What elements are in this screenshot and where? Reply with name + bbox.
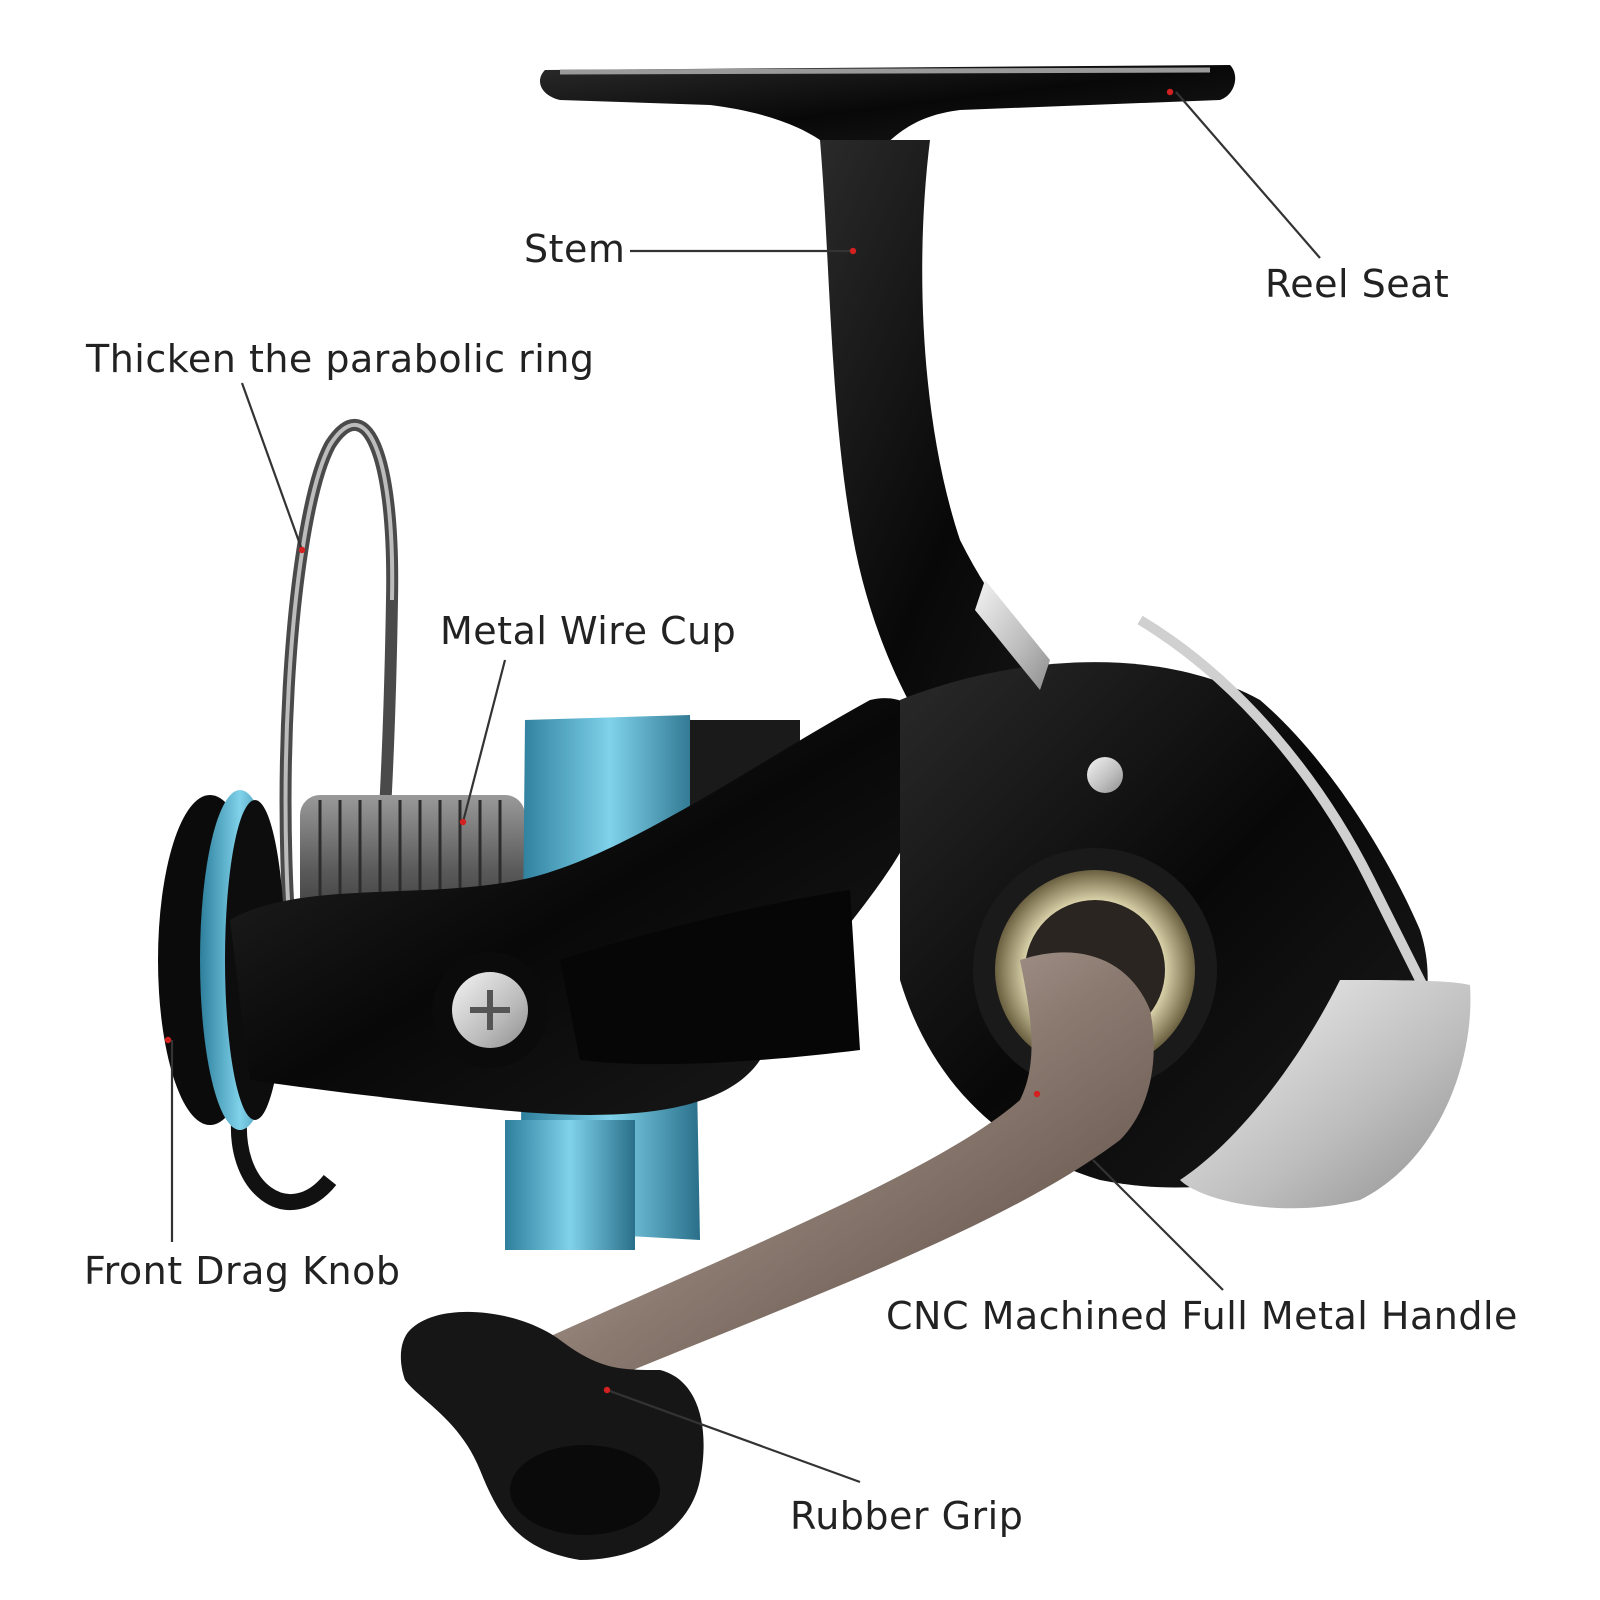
leader-ring: [240, 382, 304, 551]
leader-lines: [170, 91, 1321, 1484]
label-reel-seat: Reel Seat: [1265, 262, 1450, 306]
bail-lower: [230, 1109, 337, 1210]
stem-shape: [820, 140, 1120, 820]
leader-seat: [1175, 91, 1321, 259]
leader-cup: [461, 659, 507, 823]
handle-arm: [520, 952, 1154, 1400]
label-drag-knob: Front Drag Knob: [84, 1249, 401, 1293]
leader-handle: [1092, 1159, 1224, 1291]
label-wire-cup: Metal Wire Cup: [440, 609, 737, 653]
anchor-dots: [164, 88, 1174, 1394]
silver-cap: [1180, 980, 1471, 1209]
label-handle: CNC Machined Full Metal Handle: [886, 1294, 1518, 1338]
leader-grip: [606, 1388, 861, 1484]
label-parabolic-ring: Thicken the parabolic ring: [86, 337, 595, 381]
reel-seat-shape: [540, 65, 1236, 150]
label-rubber-grip: Rubber Grip: [790, 1494, 1024, 1538]
label-stem: Stem: [524, 227, 626, 271]
